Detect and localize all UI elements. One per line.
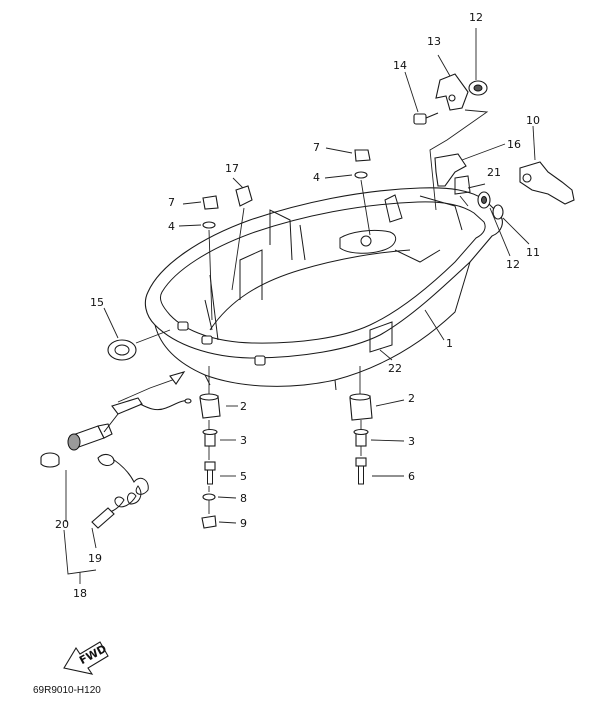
callout-2-right: 2	[408, 392, 415, 405]
callout-10: 10	[526, 114, 540, 127]
bolt-6	[355, 457, 367, 485]
callout-1: 1	[446, 337, 453, 350]
callout-18: 18	[73, 587, 87, 600]
callout-12-right: 12	[506, 258, 520, 271]
callout-15: 15	[90, 296, 104, 309]
washer-8	[202, 493, 216, 501]
callout-17: 17	[225, 162, 239, 175]
washer-11	[492, 204, 504, 220]
callout-19: 19	[88, 552, 102, 565]
callout-8: 8	[240, 492, 247, 505]
callout-7-left: 7	[168, 196, 175, 209]
nut-7-left	[202, 195, 219, 210]
lever-10	[519, 161, 575, 205]
callout-21: 21	[487, 166, 501, 179]
callout-12-top: 12	[469, 11, 483, 24]
callout-2-left: 2	[240, 400, 247, 413]
collar-3-left	[202, 428, 218, 447]
fwd-arrow-icon: FWD	[63, 641, 109, 675]
stop-switch-assembly	[40, 371, 192, 529]
callout-5: 5	[240, 470, 247, 483]
rubber-mount-2-right	[349, 393, 373, 421]
callout-labels: 1 2 2 3 3 4 4 5 6 7 7 8 9 10 11 12 12 13…	[55, 11, 540, 600]
callout-4-center: 4	[313, 171, 320, 184]
callout-6: 6	[408, 470, 415, 483]
grommet-12-top	[468, 80, 488, 96]
callout-3-right: 3	[408, 435, 415, 448]
nut-9	[201, 515, 217, 529]
bolt-14	[413, 112, 439, 125]
leader-lines	[63, 28, 536, 584]
collar-3-right	[353, 428, 369, 447]
callout-11: 11	[526, 246, 540, 259]
nut-7-center	[354, 149, 371, 162]
clip-17	[235, 185, 253, 207]
callout-7-center: 7	[313, 141, 320, 154]
callout-9: 9	[240, 517, 247, 530]
callout-16: 16	[507, 138, 521, 151]
bracket-16	[434, 153, 467, 187]
washer-4-center	[354, 171, 368, 179]
callout-4-left: 4	[168, 220, 175, 233]
diagram-code: 69R9010-H120	[33, 685, 101, 696]
bracket-21	[454, 175, 471, 195]
grommet-12-right	[477, 191, 491, 209]
washer-4-left	[202, 221, 216, 229]
callout-20: 20	[55, 518, 69, 531]
callout-3-left: 3	[240, 434, 247, 447]
grommet-15	[107, 339, 137, 361]
bolt-5	[204, 461, 216, 485]
callout-22: 22	[388, 362, 402, 375]
callout-13: 13	[427, 35, 441, 48]
callout-14: 14	[393, 59, 407, 72]
rubber-mount-2-left	[199, 393, 221, 419]
bracket-13	[435, 73, 469, 111]
bottom-cowling	[144, 187, 503, 391]
